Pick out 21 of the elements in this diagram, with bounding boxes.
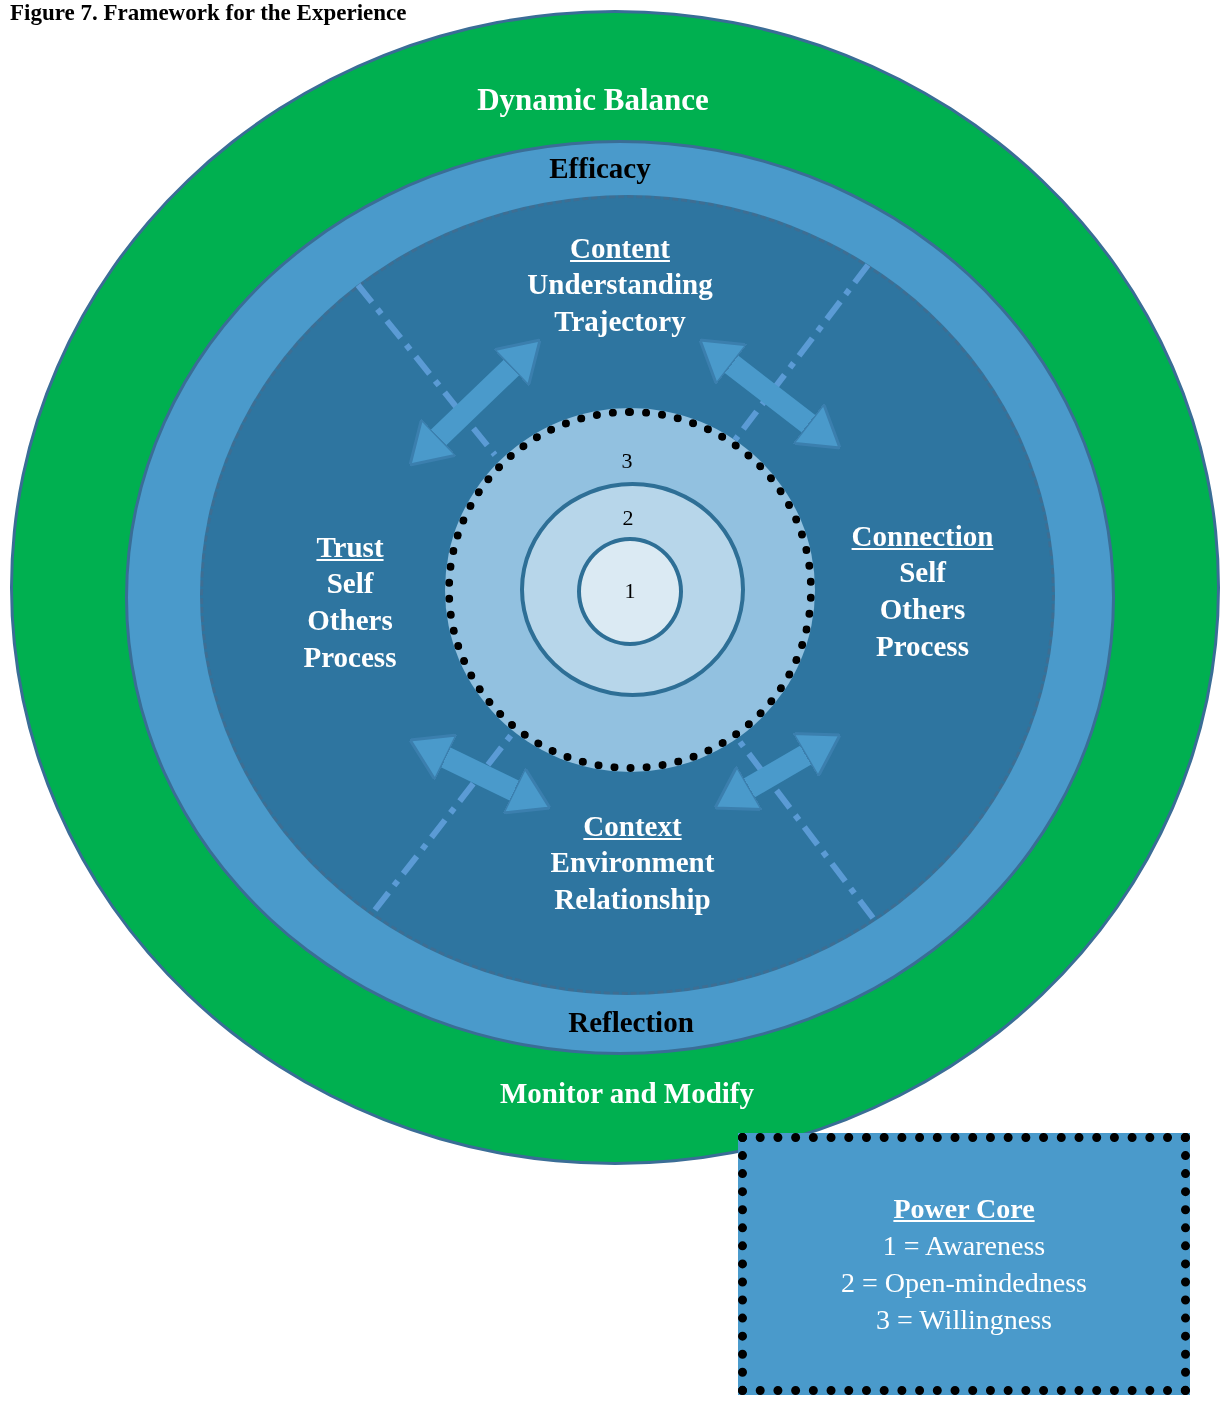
section-heading: Context xyxy=(583,809,682,844)
section-items: Environment Relationship xyxy=(549,845,716,917)
section-heading: Trust xyxy=(316,530,384,565)
ring-label: Reflection xyxy=(568,1006,694,1039)
section-items: Self Others Process xyxy=(875,555,970,664)
section-items: Self Others Process xyxy=(302,566,398,675)
section-heading: Connection xyxy=(851,519,994,554)
legend-entry: 1 = Awareness xyxy=(882,1229,1046,1263)
ring-number: 3 xyxy=(621,448,633,474)
legend-heading: Power Core xyxy=(893,1192,1035,1226)
ring-label: Monitor and Modify xyxy=(500,1077,754,1110)
figure-title: Figure 7. Framework for the Experience xyxy=(10,0,407,26)
ring-number: 1 xyxy=(624,578,636,604)
section-items: Understanding Trajectory xyxy=(526,267,714,339)
legend-entry: 2 = Open-mindedness xyxy=(841,1266,1087,1300)
legend-box xyxy=(738,1133,1190,1395)
legend-entry: 3 = Willingness xyxy=(876,1303,1052,1337)
section-heading: Content xyxy=(570,231,670,266)
ring-label: Dynamic Balance xyxy=(477,82,709,118)
ring-label: Efficacy xyxy=(549,152,651,185)
ring-number: 2 xyxy=(622,505,634,531)
